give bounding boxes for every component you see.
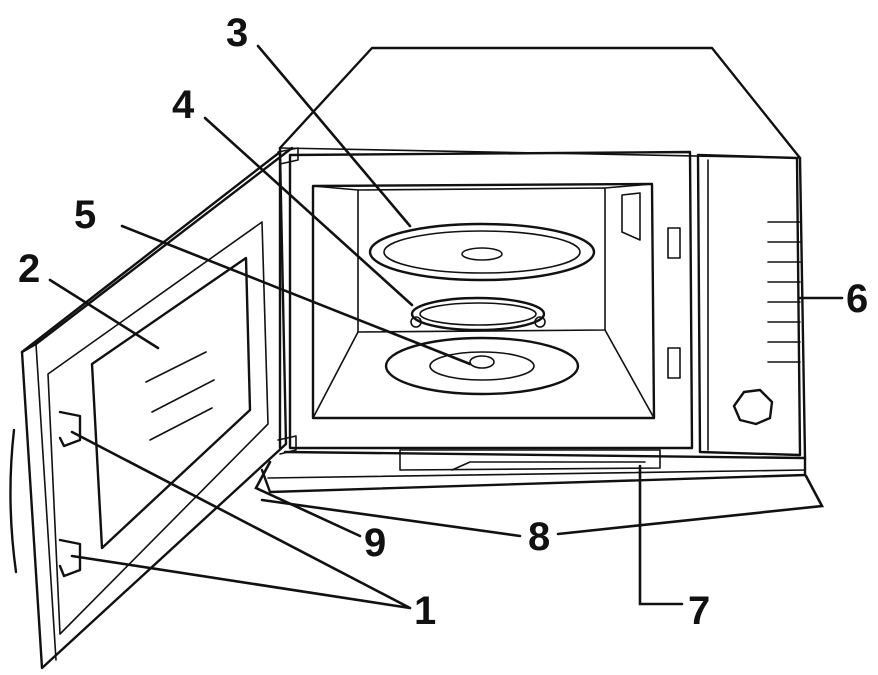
control-panel [696, 153, 802, 457]
leader-1 [70, 430, 412, 610]
roller-ring-outer [410, 296, 546, 332]
callout-6: 6 [846, 277, 868, 321]
cavity-edge-br [604, 329, 655, 419]
cabinet-right-edge [798, 156, 807, 460]
roller-ring [410, 296, 546, 332]
glass-tray-hub [461, 247, 503, 261]
door-lock-hole-lower [667, 347, 681, 379]
callout-7: 7 [688, 589, 710, 633]
door-frame [20, 150, 288, 670]
door-window [90, 256, 252, 550]
leader-7 [638, 464, 684, 606]
door-inner-frame [47, 221, 269, 635]
door-edge-depth [35, 343, 57, 661]
callout-9: 9 [364, 521, 386, 565]
callout-3: 3 [226, 11, 248, 55]
leader-4 [203, 116, 414, 307]
roller-wheel-right [534, 316, 546, 328]
bottom-plate [399, 449, 661, 471]
door-release-knob [732, 388, 774, 426]
cavity-edge-tr [604, 183, 653, 189]
control-panel-buttons [767, 221, 801, 363]
cavity-frame [288, 150, 694, 450]
door-hook-lower [58, 538, 82, 578]
callout-1: 1 [414, 589, 436, 633]
coupler [469, 355, 495, 369]
roller-wheel-left [410, 316, 422, 328]
door-handle [9, 428, 18, 574]
callouts: 3 4 5 2 6 7 8 9 1 [18, 11, 868, 633]
cavity-edge-tl [312, 185, 359, 191]
door [9, 146, 294, 670]
callout-2: 2 [18, 247, 40, 291]
callout-8: 8 [528, 515, 550, 559]
bottom-plate-detail [451, 461, 646, 471]
glass-highlight-1 [145, 351, 207, 383]
glass-tray-outer [368, 222, 596, 282]
oven-cavity [277, 147, 694, 455]
leader-5 [120, 224, 472, 366]
leader-lines [48, 44, 844, 610]
callout-5: 5 [74, 193, 96, 237]
cabinet-top [278, 46, 802, 160]
glass-tray-inner [383, 230, 581, 274]
turntable-base [384, 336, 580, 396]
glass-highlight-2 [151, 379, 215, 413]
cavity-opening [311, 182, 656, 420]
cabinet-base [260, 450, 807, 494]
leader-2 [48, 278, 160, 350]
callout-4: 4 [172, 83, 195, 127]
waveguide-cover [621, 192, 641, 241]
cabinet-base-line [267, 469, 806, 479]
turntable-floor-inner [429, 351, 535, 381]
leader-3 [256, 44, 412, 228]
cavity-edge-bl [312, 331, 359, 419]
glass-highlight-3 [149, 407, 213, 441]
control-panel-frame [696, 153, 802, 457]
leader-9 [254, 460, 362, 538]
leader-8 [260, 474, 825, 538]
door-hook-upper [58, 410, 82, 448]
bottom-plate-outline [399, 449, 661, 471]
roller-ring-inner [419, 302, 537, 326]
turntable-floor-outer [384, 336, 580, 396]
door-lock-hole-upper [667, 227, 681, 259]
glass-tray [368, 222, 596, 282]
